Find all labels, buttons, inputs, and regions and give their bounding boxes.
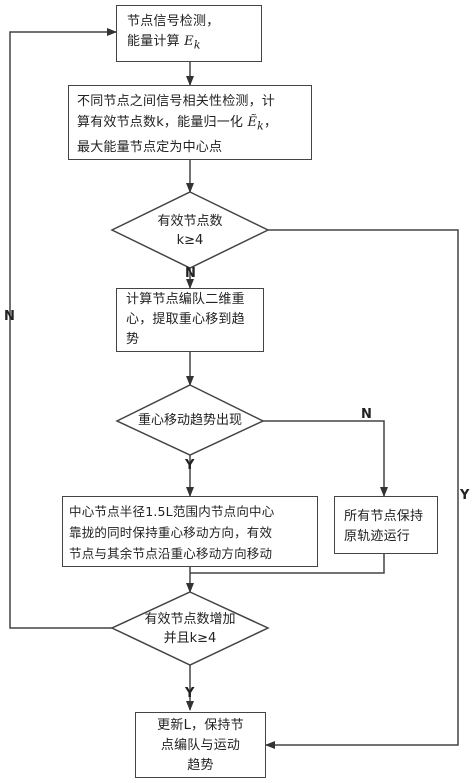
decision1-yes-label: Y (460, 488, 470, 503)
decision1-line2: k≥4 (176, 233, 204, 248)
step-centroid-box: 计算节点编队二维重 心，提取重心移到趋 势 (116, 288, 264, 352)
step-keep-line1: 所有节点保持 (344, 509, 424, 524)
step-correlate-box: 不同节点之间信号相关性检测，计 算有效节点数k，能量归一化 Ẽk， 最大能量节点… (68, 85, 312, 160)
step-update-line2: 点编队与运动 (160, 738, 241, 753)
decision2-line1: 重心移动趋势出现 (137, 413, 242, 428)
step-move-line3: 节点与其余节点沿重心移动方向移动 (69, 546, 273, 561)
step-correlate-line3: 最大能量节点定为中心点 (77, 139, 223, 155)
step-move-line1: 中心节点半径1.5L范围内节点向中心 (69, 504, 275, 519)
step-update-box: 更新L，保持节 点编队与运动 趋势 (135, 712, 266, 778)
decision3-yes-label: Y (185, 686, 195, 701)
decision1-text: 有效节点数 k≥4 (130, 212, 250, 250)
step-centroid-line2: 心，提取重心移到趋 (126, 312, 245, 327)
step-update-line1: 更新L，保持节 (157, 718, 244, 733)
decision3-line1: 有效节点数增加 (144, 612, 236, 627)
decision1-no-label: N (185, 266, 196, 281)
step-update-line3: 趋势 (187, 758, 214, 773)
decision3-no-label: N (4, 309, 15, 324)
decision3-text: 有效节点数增加 并且k≥4 (125, 610, 255, 648)
step-detect-box: 节点信号检测， 能量计算 Ek (116, 5, 262, 62)
step-centroid-line1: 计算节点编队二维重 (126, 292, 245, 307)
step-correlate-line1: 不同节点之间信号相关性检测，计 (77, 94, 276, 109)
step-keep-line2: 原轨迹运行 (344, 529, 411, 544)
decision2-no-label: N (361, 407, 372, 422)
arrow-decision3-loop-back (9, 28, 117, 629)
step-move-box: 中心节点半径1.5L范围内节点向中心 靠拢的同时保持重心移动方向，有效 节点与其… (62, 496, 318, 567)
decision2-diamond (115, 384, 265, 456)
step-keep-box: 所有节点保持 原轨迹运行 (334, 496, 438, 554)
step-detect-line2: 能量计算 Ek (127, 34, 201, 52)
decision3-diamond (110, 591, 270, 666)
step-correlate-line2: 算有效节点数k，能量归一化 Ẽk， (77, 115, 278, 133)
decision3-line2: 并且k≥4 (163, 631, 217, 646)
decision1-diamond (110, 191, 270, 269)
step-detect-line1: 节点信号检测， (127, 14, 220, 29)
arrow-decision2-to-keep (263, 420, 388, 497)
decision2-yes-label: Y (185, 458, 195, 473)
decision2-text: 重心移动趋势出现 (120, 411, 260, 430)
step-move-line2: 靠拢的同时保持重心移动方向，有效 (69, 525, 273, 540)
line-keep-to-merge (190, 554, 385, 574)
step-centroid-line3: 势 (126, 332, 140, 347)
arrow-decision1-to-update (265, 229, 459, 749)
decision1-line1: 有效节点数 (157, 214, 223, 229)
